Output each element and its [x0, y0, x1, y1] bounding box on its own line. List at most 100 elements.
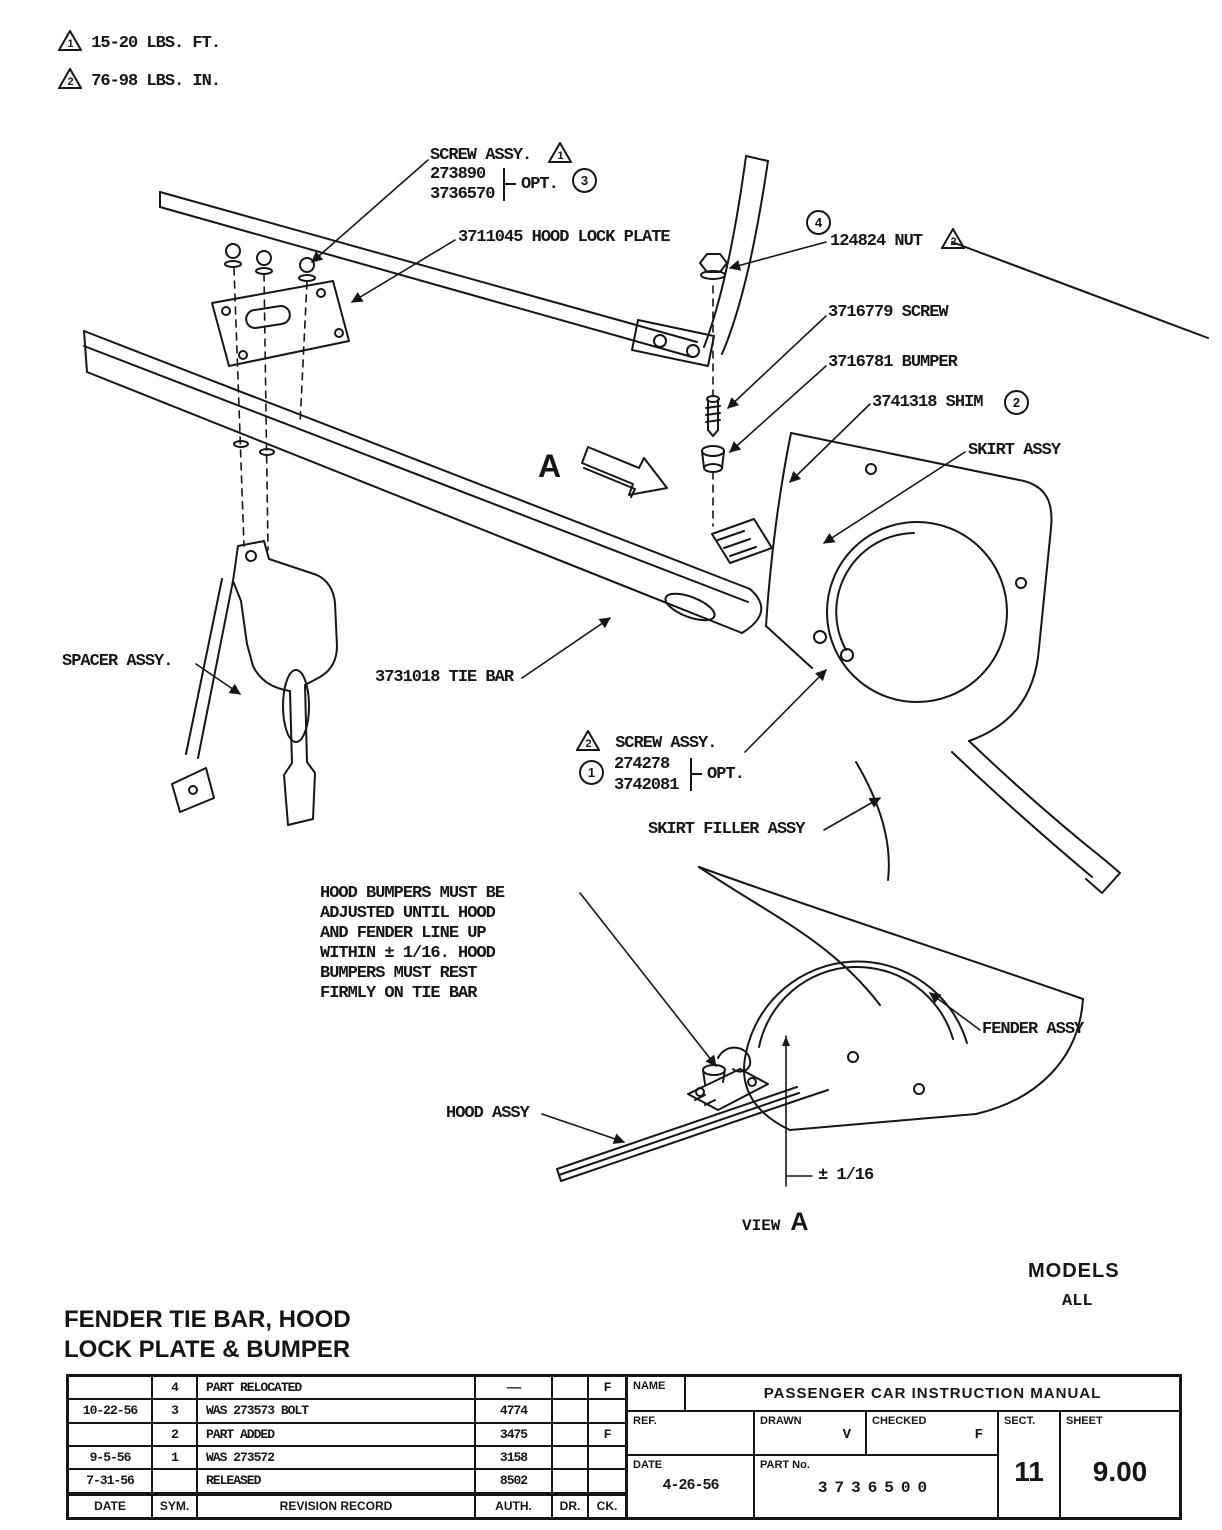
name-label: NAME	[628, 1377, 686, 1410]
note-line: ADJUSTED UNTIL HOOD	[320, 904, 496, 923]
callout-bumper: 3716781 BUMPER	[828, 353, 958, 372]
sheet-value: 9.00	[1092, 1456, 1148, 1487]
alignment-dashed-lines	[233, 267, 714, 551]
rev-ck: F	[589, 1377, 625, 1401]
callout-nut: 124824 NUT 2	[830, 227, 966, 251]
checked-cell: CHECKED F	[867, 1412, 997, 1454]
rev-date	[69, 1377, 153, 1401]
rev-date: 10-22-56	[69, 1400, 153, 1424]
checked-value: F	[974, 1427, 983, 1443]
callout-tolerance: ± 1/16	[818, 1166, 874, 1185]
rev-sym	[153, 1470, 198, 1494]
date-value: 4-26-56	[662, 1477, 719, 1494]
svg-text:2: 2	[67, 76, 73, 88]
callout-circle-2: 2	[1004, 390, 1029, 415]
ref-cell: REF.	[628, 1412, 755, 1454]
rev-auth: 8502	[476, 1470, 553, 1494]
part-no-cell: PART No. 3736500	[755, 1456, 997, 1517]
rev-dr	[553, 1470, 589, 1494]
sect-value: 11	[1014, 1456, 1044, 1487]
callout-tie-bar: 3731018 TIE BAR	[375, 668, 514, 687]
callout-circle-3: 3	[572, 168, 597, 193]
hood-lock-plate-drawing	[211, 280, 350, 367]
sect-label: SECT.	[1004, 1415, 1036, 1427]
rev-sym: 2	[153, 1423, 198, 1447]
view-letter: A	[790, 1208, 809, 1236]
screw-assy-lower-title: SCREW ASSY.	[615, 734, 717, 753]
drawn-label: DRAWN	[760, 1415, 802, 1427]
rev-date	[69, 1423, 153, 1447]
rev-sym: 1	[153, 1447, 198, 1471]
nut-label: 124824 NUT	[830, 232, 923, 251]
hood-bumper-detail-drawing	[687, 1046, 769, 1111]
drawn-cell: DRAWN V	[755, 1412, 867, 1454]
models-value: ALL	[1062, 1292, 1093, 1311]
date-label: DATE	[633, 1459, 663, 1471]
screw-assy-top-part2: 3736570	[430, 185, 495, 204]
skirt-assy-drawing	[711, 432, 1121, 894]
torque-triangle-1-icon: 1	[57, 29, 83, 51]
screw-assy-top-opt: OPT.	[521, 175, 559, 194]
warning-triangle-icon: 2	[575, 729, 601, 751]
warning-triangle-icon: 1	[547, 141, 574, 163]
leader-lines	[195, 159, 981, 1145]
torque-note-2: 2 76-98 LBS. IN.	[57, 67, 221, 91]
note-line: WITHIN ± 1/16. HOOD	[320, 944, 496, 963]
screw-assy-lower-part2: 3742081	[614, 776, 679, 795]
sect-cell: SECT. 11	[997, 1412, 1061, 1517]
rev-sym: 3	[153, 1400, 198, 1424]
torque-note-1: 1 15-20 LBS. FT.	[57, 29, 221, 53]
rev-header-dr: DR.	[553, 1493, 589, 1517]
sheet-label: SHEET	[1066, 1415, 1103, 1427]
opt-bracket-tick	[690, 773, 702, 775]
rev-record: PART RELOCATED	[198, 1377, 476, 1401]
callout-screw-assy-top: SCREW ASSY. 1	[430, 141, 574, 165]
rev-record: WAS 273573 BOLT	[198, 1400, 476, 1424]
note-line: FIRMLY ON TIE BAR	[320, 984, 477, 1003]
callout-fender-assy: FENDER ASSY	[982, 1020, 1084, 1039]
opt-bracket-tick	[503, 183, 516, 185]
svg-text:1: 1	[67, 38, 73, 50]
section-arrow-drawing	[581, 446, 668, 498]
torque-note-1-text: 15-20 LBS. FT.	[91, 34, 221, 53]
models-label: MODELS	[1028, 1260, 1120, 1282]
callout-skirt-filler: SKIRT FILLER ASSY	[648, 820, 805, 839]
spacer-assy-drawing	[171, 540, 338, 826]
rev-dr	[553, 1423, 589, 1447]
title-block-name-row: NAME PASSENGER CAR INSTRUCTION MANUAL	[628, 1377, 1179, 1412]
part-no-value: 3736500	[817, 1479, 935, 1497]
upper-rail-drawing	[159, 155, 1209, 367]
rev-header-date: DATE	[69, 1493, 153, 1517]
callout-circle-4: 4	[806, 210, 831, 235]
svg-text:1: 1	[558, 150, 564, 162]
rev-auth: ——	[476, 1377, 553, 1401]
rev-header-sym: SYM.	[153, 1493, 198, 1517]
rev-ck	[589, 1447, 625, 1471]
rev-auth: 3158	[476, 1447, 553, 1471]
revision-table: 4 PART RELOCATED —— F 10-22-56 3 WAS 273…	[66, 1374, 628, 1520]
torque-note-2-text: 76-98 LBS. IN.	[91, 72, 221, 91]
lock-plate-screws-drawing	[224, 243, 316, 456]
checked-label: CHECKED	[872, 1415, 927, 1427]
rev-ck	[589, 1470, 625, 1494]
rev-sym: 4	[153, 1377, 198, 1401]
drawing-title-line2: LOCK PLATE & BUMPER	[64, 1336, 351, 1363]
screw-assy-top-part1: 273890	[430, 165, 486, 184]
svg-text:2: 2	[585, 738, 591, 750]
callout-screw: 3716779 SCREW	[828, 303, 949, 322]
callout-spacer-assy: SPACER ASSY.	[62, 652, 173, 671]
hood-assy-drawing	[556, 1086, 829, 1182]
torque-triangle-2-icon: 2	[57, 67, 83, 89]
svg-text:2: 2	[951, 236, 957, 248]
drawing-footer: 4 PART RELOCATED —— F 10-22-56 3 WAS 273…	[66, 1374, 1182, 1520]
tie-bar-drawing	[83, 330, 763, 634]
drawing-title-line1: FENDER TIE BAR, HOOD	[64, 1306, 351, 1333]
rev-header-ck: CK.	[589, 1493, 625, 1517]
callout-shim: 3741318 SHIM	[872, 393, 983, 412]
callout-hood-lock-plate: 3711045 HOOD LOCK PLATE	[458, 228, 671, 247]
rev-dr	[553, 1447, 589, 1471]
rev-ck: F	[589, 1424, 625, 1447]
